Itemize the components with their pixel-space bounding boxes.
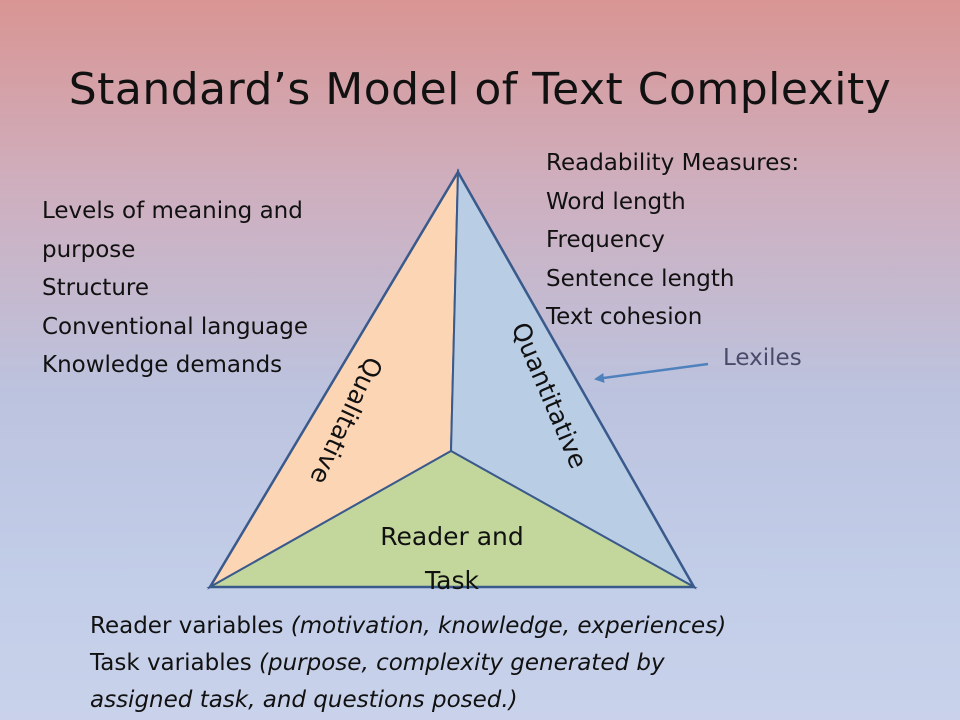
quantitative-item: Readability Measures: xyxy=(546,150,800,176)
quantitative-item: Word length xyxy=(546,188,686,215)
task-variables-detail-2: assigned task, and questions posed.) xyxy=(90,687,518,713)
page-title: Standard’s Model of Text Complexity xyxy=(68,64,892,115)
task-variables-line: Task variables (purpose, complexity gene… xyxy=(90,645,726,682)
reader-task-variables: Reader variables (motivation, knowledge,… xyxy=(90,608,726,719)
qualitative-item: purpose xyxy=(42,236,136,263)
task-variables-line-2: assigned task, and questions posed.) xyxy=(90,682,726,719)
task-variables-label: Task variables xyxy=(90,650,260,676)
triangle-outline xyxy=(207,169,697,589)
quantitative-item: Text cohesion xyxy=(546,304,703,330)
reader-variables-line: Reader variables (motivation, knowledge,… xyxy=(90,608,726,645)
lexiles-callout: Lexiles xyxy=(723,345,802,371)
quantitative-list: Readability Measures: Word length Freque… xyxy=(546,144,799,337)
qualitative-item: Levels of meaning and xyxy=(42,198,303,224)
reader-variables-label: Reader variables xyxy=(90,613,291,639)
reader-variables-detail: (motivation, knowledge, experiences) xyxy=(290,613,727,639)
reader-task-label-line2: Task xyxy=(424,566,479,595)
quantitative-item: Sentence length xyxy=(546,265,735,292)
qualitative-list: Levels of meaning and purpose Structure … xyxy=(42,192,308,385)
task-variables-detail: (purpose, complexity generated by xyxy=(259,650,665,676)
reader-task-label-line1: Reader and xyxy=(380,522,523,551)
quantitative-item: Frequency xyxy=(546,227,665,253)
qualitative-item: Knowledge demands xyxy=(42,352,283,378)
lexiles-arrow xyxy=(594,362,709,383)
qualitative-item: Conventional language xyxy=(42,313,308,340)
qualitative-item: Structure xyxy=(42,275,149,301)
